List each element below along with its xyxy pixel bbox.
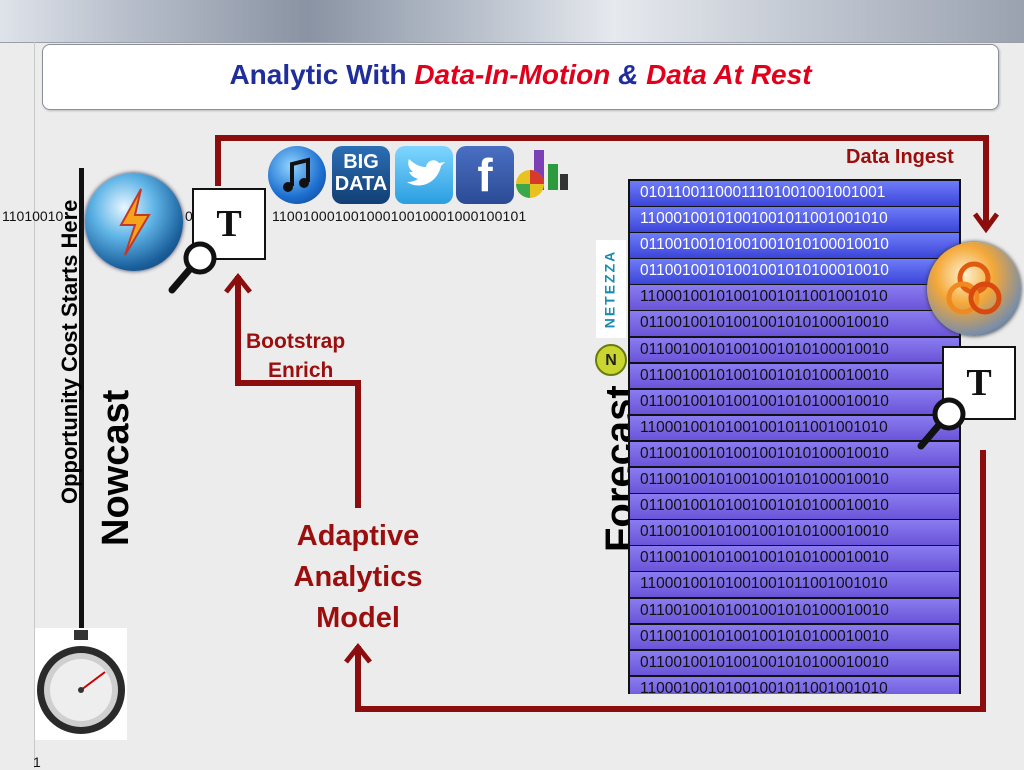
netezza-logo: NETEZZA N	[595, 240, 627, 376]
grid-row: 01011001100011101001001001001	[630, 181, 959, 206]
title-box: Analytic With Data-In-Motion & Data At R…	[42, 44, 999, 110]
transform-label-left: T	[216, 203, 242, 245]
bootstrap-label: Bootstrap	[246, 330, 346, 353]
grid-row: 11000100101001001011001001010	[630, 285, 959, 310]
grid-row: 01100100101001001010100010010	[630, 337, 959, 363]
svg-text:N: N	[605, 352, 617, 369]
slide-title: Analytic With Data-In-Motion & Data At R…	[43, 59, 998, 91]
big-data-icon: BIG DATA	[332, 146, 390, 204]
nowcast-label: Nowcast	[95, 389, 137, 546]
feedback-arrow	[355, 450, 986, 712]
twitter-bird-icon	[395, 146, 453, 204]
magnifier-icon	[168, 241, 217, 294]
opportunity-label: Opportunity Cost Starts Here	[57, 199, 82, 504]
grid-row: 01100100101001001010100010010	[630, 546, 959, 571]
title-text-1: Analytic With	[229, 59, 415, 90]
stopwatch-icon	[35, 628, 127, 740]
model-label-line3: Model	[316, 602, 400, 634]
grid-row: 01100100101001001010100010010	[630, 441, 959, 467]
chart-icon	[514, 146, 572, 204]
svg-text:NETEZZA: NETEZZA	[602, 250, 618, 329]
transform-label-right: T	[966, 362, 992, 404]
ingest-arrow	[215, 135, 989, 228]
enrich-label: Enrich	[268, 359, 334, 382]
grid-row: 01100100101001001010100010010	[630, 233, 959, 258]
stream-bits-right: 11001000100100010010001000100101	[272, 208, 527, 224]
stream-bits-left: 11010010	[2, 208, 64, 224]
bootstrap-arrow	[235, 276, 361, 508]
big-data-text-1: BIG	[343, 151, 379, 173]
stream-bits-mid: 0	[185, 208, 193, 224]
music-note-icon	[268, 146, 326, 204]
big-data-text-2: DATA	[334, 173, 388, 195]
grid-row: 01100100101001001010100010010	[630, 259, 959, 284]
feedback-arrowhead	[344, 642, 372, 664]
title-text-3: Data At Rest	[646, 59, 812, 90]
data-ingest-label: Data Ingest	[846, 146, 954, 168]
analytics-orb-icon	[927, 242, 1021, 336]
grid-row: 01100100101001001010100010010	[630, 311, 959, 336]
model-label: Adaptive Analytics Model	[268, 516, 448, 639]
grid-row: 11000100101001001011001001010	[630, 207, 959, 232]
magnifier-icon-right	[917, 397, 966, 450]
grid-row: 01100100101001001010100010010	[630, 363, 959, 389]
grid-row: 11000100101001001011001001010	[630, 415, 959, 441]
grid-row: 01100100101001001010100010010	[630, 520, 959, 545]
grid-row: 11000100101001001011001001010	[630, 676, 959, 694]
grid-row: 01100100101001001010100010010	[630, 468, 959, 493]
grid-row: 01100100101001001010100010010	[630, 494, 959, 519]
grid-row: 01100100101001001010100010010	[630, 598, 959, 623]
page-number: 1	[33, 754, 41, 770]
grid-row: 11000100101001001011001001010	[630, 572, 959, 597]
ingest-arrowhead	[972, 212, 1000, 234]
lightning-orb-icon	[85, 173, 183, 271]
bootstrap-arrowhead	[224, 272, 252, 294]
facebook-icon: f	[456, 146, 514, 204]
title-ampersand: &	[610, 59, 647, 90]
title-text-2: Data-In-Motion	[414, 59, 611, 90]
grid-row: 01100100101001001010100010010	[630, 624, 959, 650]
timeline-bar	[79, 168, 84, 638]
grid-row: 01100100101001001010100010010	[630, 389, 959, 415]
grid-row: 01100100101001001010100010010	[630, 650, 959, 676]
margin-line	[34, 42, 35, 768]
model-label-line2: Analytics	[293, 561, 423, 593]
top-banner	[0, 0, 1024, 43]
model-label-line1: Adaptive	[296, 520, 420, 552]
